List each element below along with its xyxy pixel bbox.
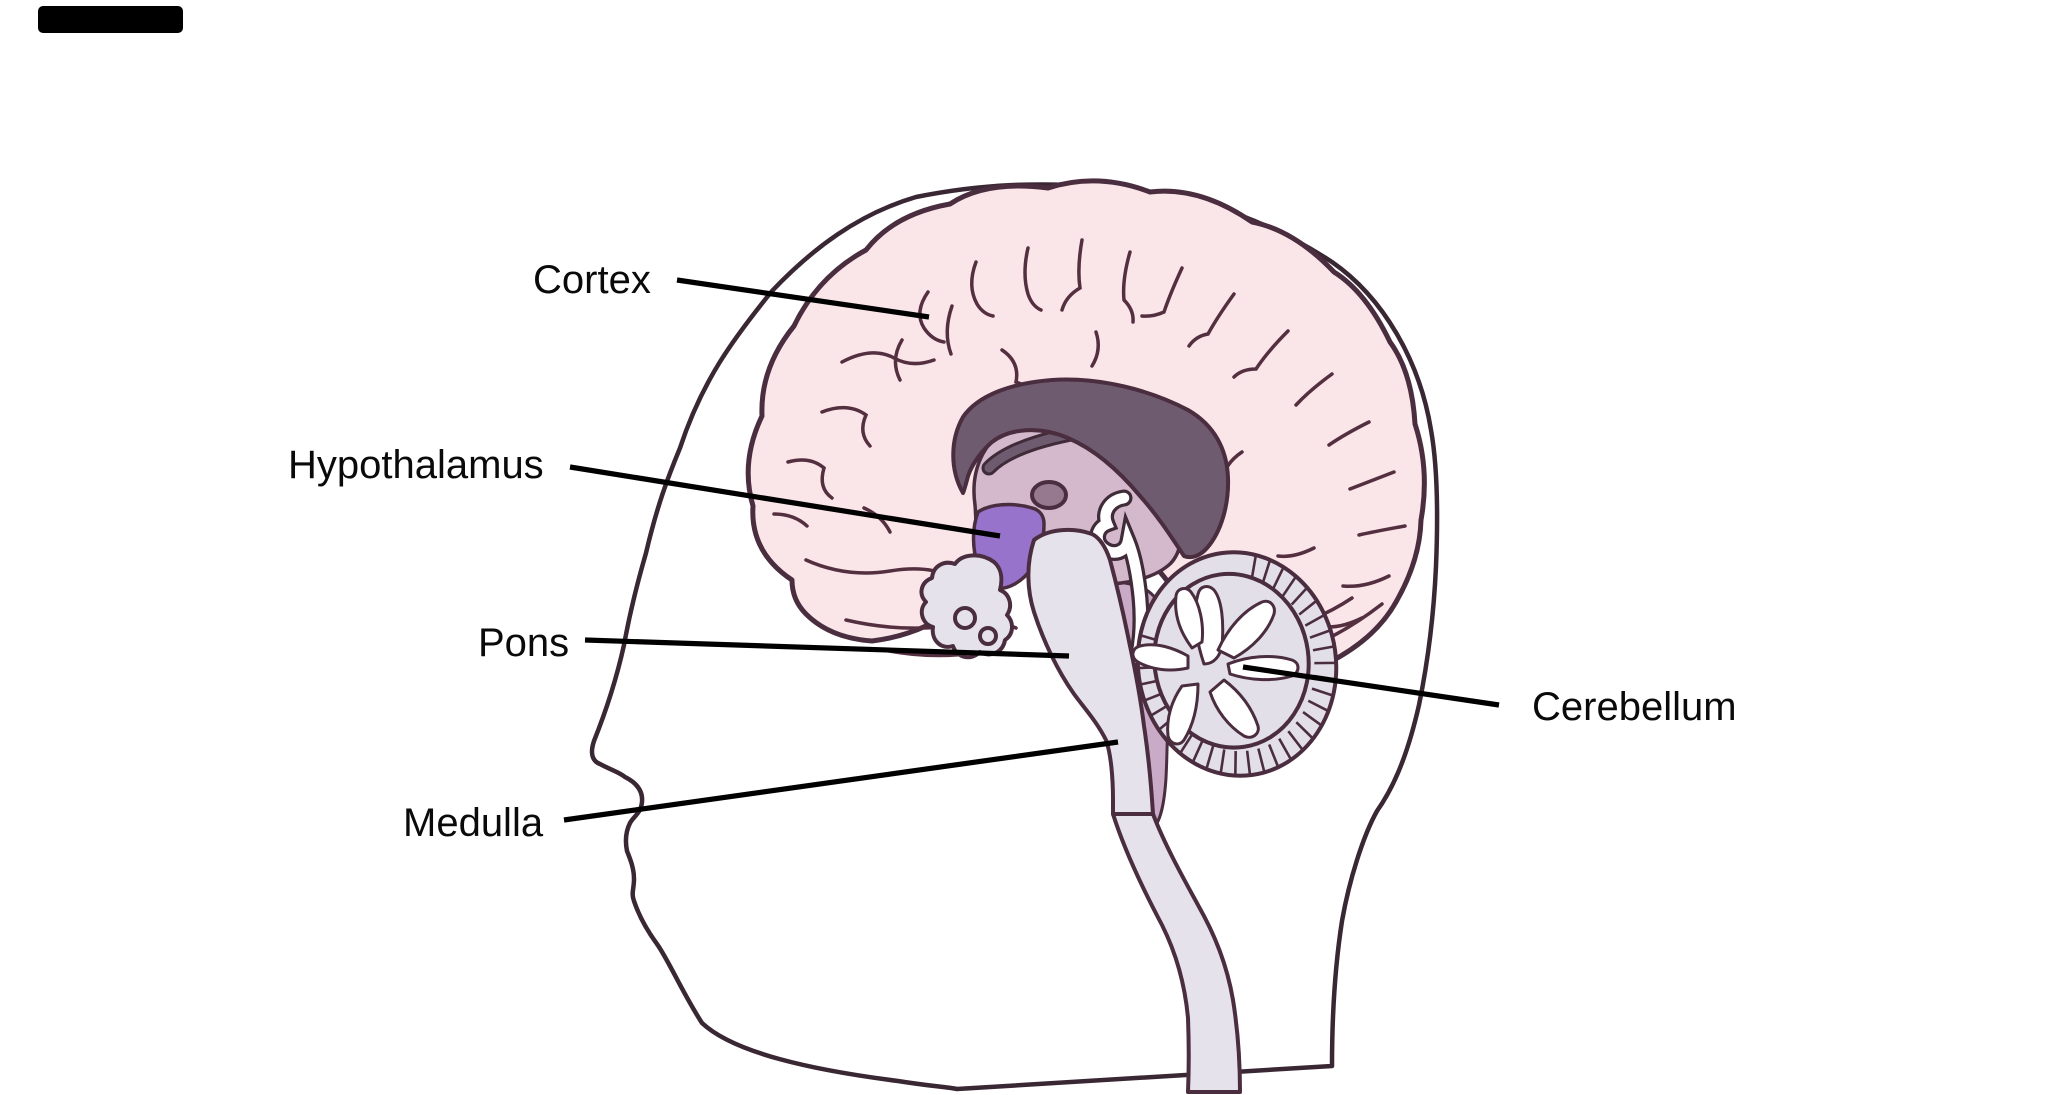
cerebellum-stripe bbox=[1257, 748, 1266, 773]
cerebellum-stripe bbox=[1272, 566, 1285, 590]
leader-line-cortex bbox=[676, 277, 930, 320]
label-pons: Pons bbox=[478, 621, 569, 665]
cerebellum-stripe bbox=[1287, 730, 1304, 751]
cerebellum-stripe bbox=[1278, 738, 1293, 761]
label-cerebellum: Cerebellum bbox=[1532, 685, 1737, 729]
leader-line-medulla bbox=[563, 739, 1119, 823]
cerebellum-stripe bbox=[1307, 699, 1329, 713]
cerebellum-stripe bbox=[1250, 554, 1258, 580]
label-hypothalamus: Hypothalamus bbox=[288, 443, 544, 487]
cerebellum-stripe bbox=[1191, 740, 1204, 763]
leader-line-cerebellum bbox=[1242, 664, 1500, 708]
cerebellum-stripe bbox=[1267, 744, 1280, 768]
pituitary-region bbox=[919, 553, 1014, 660]
cerebellum-stripe bbox=[1245, 750, 1252, 776]
ventricle-tube bbox=[1089, 489, 1150, 667]
cerebellum-stripe bbox=[1312, 645, 1335, 652]
spinal-cord bbox=[1111, 812, 1242, 1094]
cerebellum-stripe bbox=[1290, 586, 1309, 606]
cerebellum-stripe bbox=[1219, 749, 1226, 774]
label-medulla: Medulla bbox=[403, 801, 544, 845]
cerebellum-stripe bbox=[1234, 751, 1237, 776]
cerebellum-stripe bbox=[1179, 732, 1194, 755]
cerebellum-stripe bbox=[1295, 721, 1314, 740]
leader-line-hypothalamus bbox=[569, 464, 1001, 539]
interthalamic-adhesion-oval bbox=[1030, 480, 1068, 510]
cerebellum-stripe bbox=[1261, 559, 1272, 584]
top-left-black-bar bbox=[38, 6, 183, 33]
cerebellum-stripe bbox=[1309, 629, 1331, 639]
cerebellum-stripe bbox=[1311, 687, 1334, 697]
cerebellum-stripe bbox=[1304, 613, 1326, 627]
cerebellum-stripe bbox=[1314, 661, 1337, 665]
leader-line-pons bbox=[584, 637, 1070, 659]
cerebellum-stripe bbox=[1281, 575, 1298, 597]
corpus-callosum bbox=[951, 377, 1231, 560]
cerebellum-stripe bbox=[1205, 745, 1215, 770]
cerebellum-stripe bbox=[1302, 710, 1323, 727]
label-cortex: Cortex bbox=[533, 258, 651, 302]
cerebellum-stripe bbox=[1298, 599, 1318, 616]
